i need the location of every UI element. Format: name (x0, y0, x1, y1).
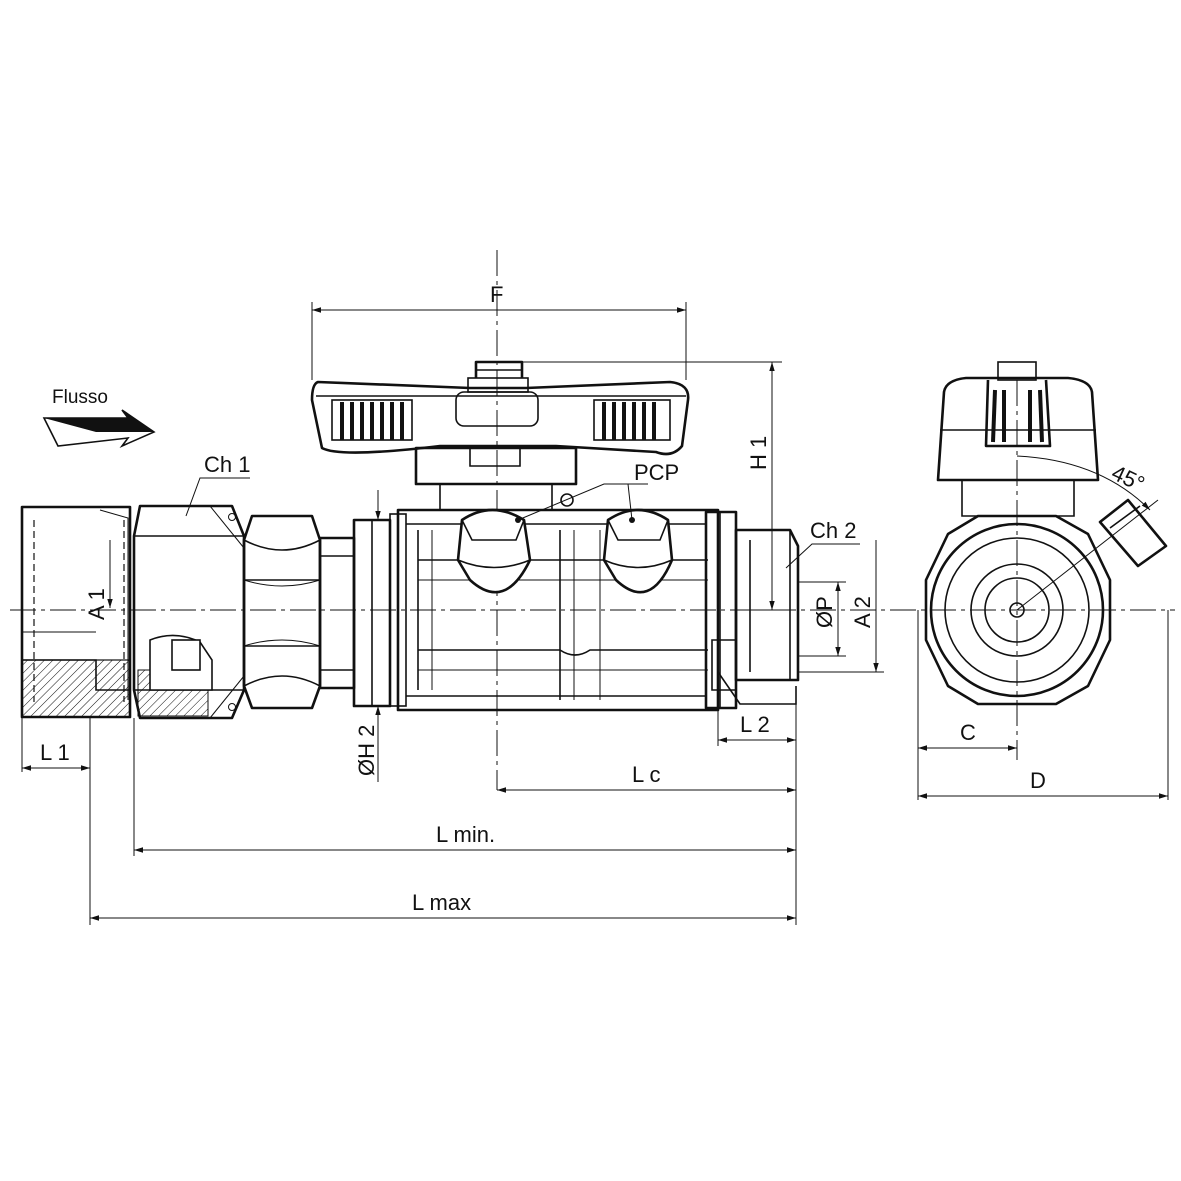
flow-arrow-icon: Flusso (42, 387, 156, 448)
label-h2: ØH 2 (354, 725, 379, 776)
label-ch1: Ch 1 (204, 452, 250, 477)
label-f: F (490, 282, 503, 307)
label-l2: L 2 (740, 712, 770, 737)
label-lmin: L min. (436, 822, 495, 847)
label-ch2: Ch 2 (810, 518, 856, 543)
union-nut-ch1 (132, 504, 246, 720)
label-pcp: PCP (634, 460, 679, 485)
pcp-plug-right (602, 508, 674, 594)
label-a1: A 1 (84, 588, 109, 620)
right-outlet (711, 528, 800, 705)
hex-nut (242, 514, 322, 710)
handle-grip-right (593, 399, 671, 441)
dimension-lines (21, 302, 1169, 925)
pcp-test-plugs (456, 483, 674, 594)
label-angle: 45° (1108, 460, 1149, 497)
flow-label: Flusso (52, 387, 108, 408)
pcp-plug-left (456, 508, 532, 594)
valve-handle (310, 360, 690, 511)
label-a2: A 2 (850, 596, 875, 628)
label-c: C (960, 720, 976, 745)
label-p: ØP (812, 596, 837, 628)
left-female-fitting (20, 505, 132, 719)
adapter-sleeve (318, 518, 392, 708)
center-lines (10, 250, 1175, 790)
label-l1: L 1 (40, 740, 70, 765)
label-lmax: L max (412, 890, 471, 915)
label-d: D (1030, 768, 1046, 793)
side-test-port (1016, 498, 1168, 611)
handle-grip-left (331, 399, 413, 441)
label-h1: H 1 (746, 436, 771, 470)
side-view (924, 361, 1168, 706)
label-lc: L c (632, 762, 661, 787)
dimension-labels: F H 1 PCP Ch 1 Ch 2 A 1 ØP A 2 ØH 2 L 1 … (40, 282, 1149, 915)
